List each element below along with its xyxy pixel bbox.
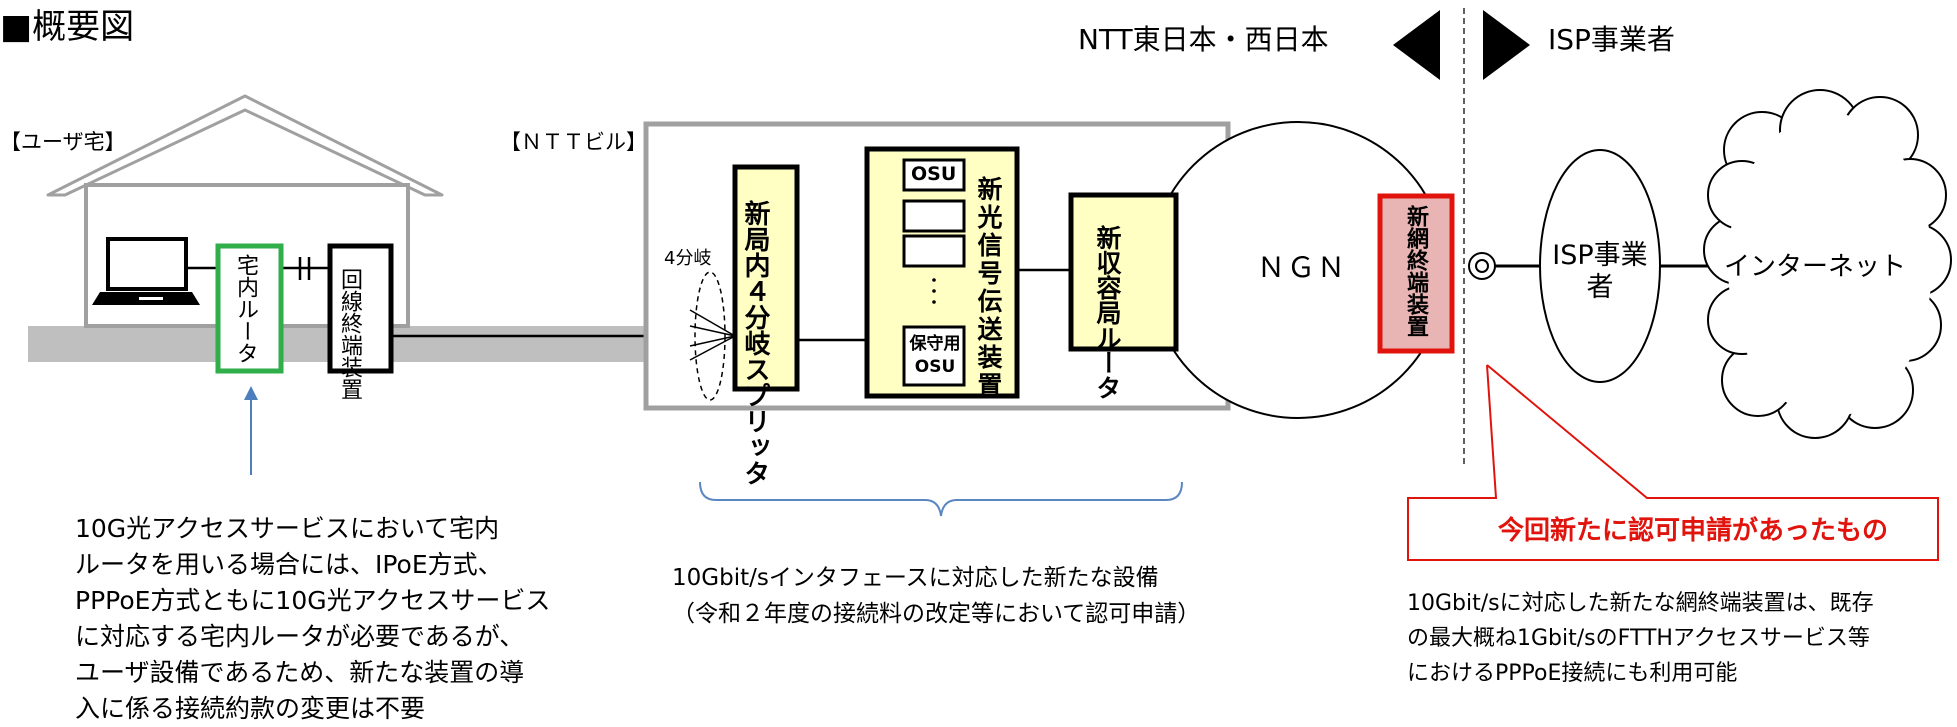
osu-slot-1	[902, 158, 966, 192]
note-left-line: PPPoE方式ともに10G光アクセスサービス	[75, 586, 551, 615]
internet-label: インターネット	[1724, 252, 1907, 282]
page-title: ■概要図	[0, 7, 135, 47]
osu-spare-label: 保守用OSU	[909, 334, 961, 377]
onu-label: 回線終端装置	[337, 268, 362, 400]
left-triangle	[1393, 10, 1440, 80]
home-router-label: 宅内ルータ	[233, 254, 258, 364]
note-left-line: ユーザ設備であるため、新たな装置の導	[75, 658, 525, 687]
poi-inner	[1475, 259, 1489, 273]
osu-slot-2	[902, 199, 966, 233]
accom-router-box	[1068, 192, 1179, 352]
divider-right-label: ISP事業者	[1548, 23, 1675, 56]
home-router-box	[215, 243, 284, 374]
osu-top-label: OSU	[911, 163, 957, 185]
note-left: 10G光アクセスサービスにおいて宅内 ルータを用いる場合には、IPoE方式、 P…	[75, 511, 550, 727]
note-left-line: 入に係る接続約款の変更は不要	[75, 694, 426, 723]
note-left-line: に対応する宅内ルータが必要であるが、	[75, 622, 525, 651]
note-right-line: におけるPPPoE接続にも利用可能	[1407, 661, 1738, 686]
laptop-icon	[92, 237, 200, 305]
isp-label: ISP事業者	[1552, 240, 1648, 303]
house-roof	[46, 94, 444, 197]
ellipsis-dots	[932, 278, 936, 304]
splitter-fan	[689, 271, 736, 401]
note-right-line: 10Gbit/sに対応した新たな網終端装置は、既存	[1407, 591, 1874, 616]
osu-slot-3	[902, 234, 966, 268]
ntt-building-label: 【ＮＴＴビル】	[500, 130, 647, 154]
network-terminal-label: 新網終端装置	[1403, 205, 1428, 337]
note-left-line: 10G光アクセスサービスにおいて宅内	[75, 514, 500, 543]
brace	[699, 481, 1183, 517]
splitter-fan-label: 4分岐	[664, 248, 712, 269]
highlight-text: 今回新たに認可申請があったもの	[1498, 516, 1889, 546]
right-triangle	[1483, 10, 1530, 80]
note-left-line: ルータを用いる場合には、IPoE方式、	[75, 550, 503, 579]
note-middle-line: 10Gbit/sインタフェースに対応した新たな設備	[672, 565, 1159, 591]
arrow-head	[244, 386, 258, 400]
splitter-label: 新局内４分岐スプリッタ	[740, 200, 770, 486]
osu-spare-slot	[902, 325, 966, 387]
user-home-label: 【ユーザ宅】	[0, 130, 126, 154]
note-right-line: の最大概ね1Gbit/sのFTTHアクセスサービス等	[1407, 626, 1870, 651]
accom-router-label: 新収容局ルータ	[1093, 225, 1122, 400]
onu-box	[327, 243, 394, 374]
splitter-box	[732, 164, 800, 392]
divider-left-label: NTT東日本・西日本	[1078, 23, 1329, 56]
olt-label: 新光信号伝送装置	[974, 176, 1003, 400]
callout-pointer	[1407, 364, 1939, 561]
note-right: 10Gbit/sに対応した新たな網終端装置は、既存 の最大概ね1Gbit/sのF…	[1407, 586, 1874, 691]
note-middle-line: （令和２年度の接続料の改定等において認可申請）	[672, 601, 1201, 627]
ngn-label: ＮＧＮ	[1257, 251, 1348, 284]
network-terminal-box	[1377, 193, 1455, 354]
note-middle: 10Gbit/sインタフェースに対応した新たな設備 （令和２年度の接続料の改定等…	[672, 560, 1200, 632]
